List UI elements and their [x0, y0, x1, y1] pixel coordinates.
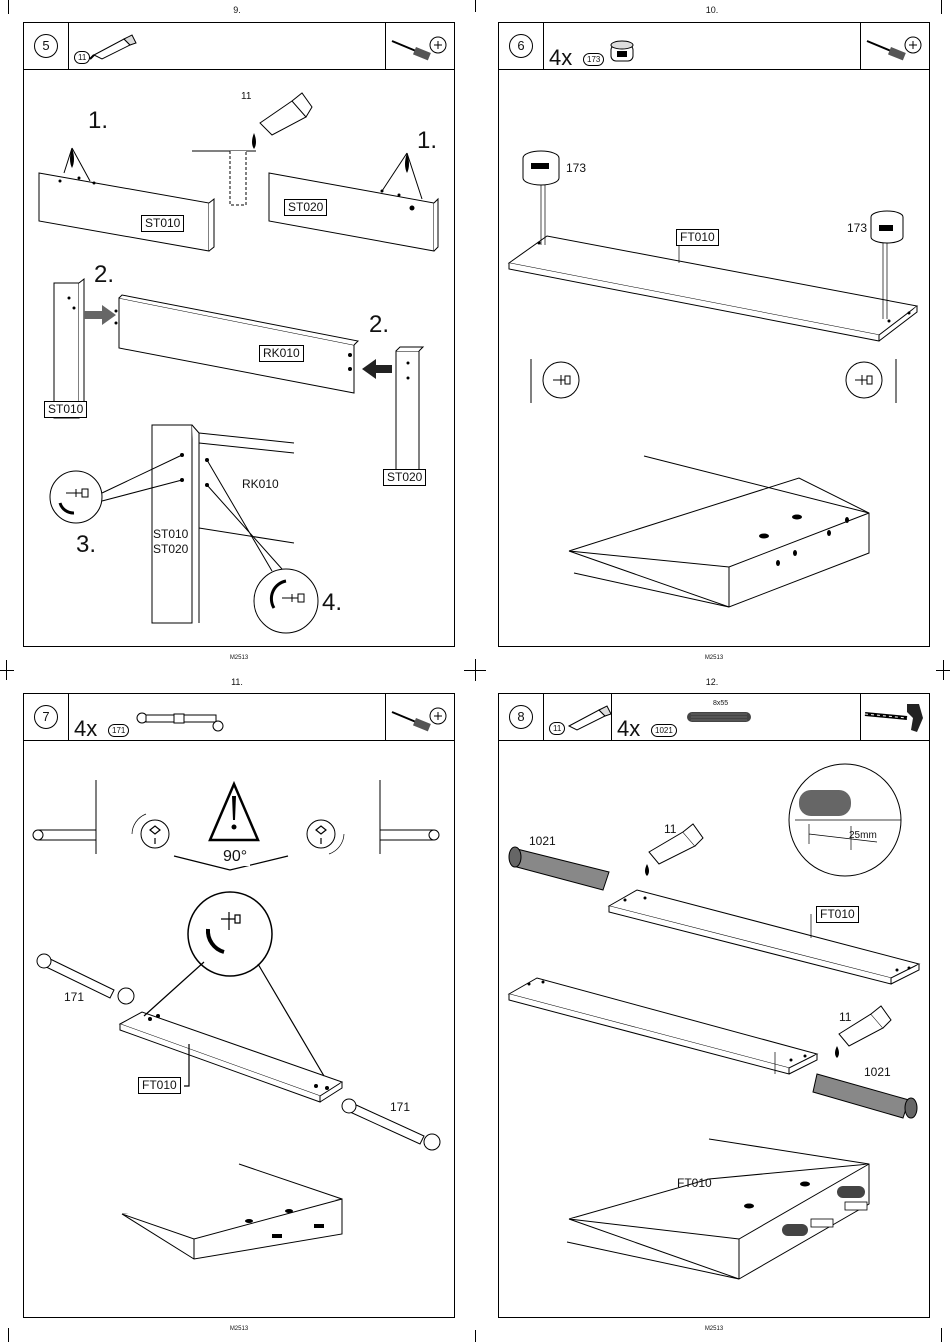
step-marker: 2.	[369, 311, 389, 339]
crop-mark	[941, 0, 942, 14]
instruction-panel-step-7: 7 4x 171	[23, 693, 455, 1318]
crop-mark	[475, 659, 476, 681]
step-7-illustration	[24, 694, 454, 1317]
page-number: 10.	[692, 5, 732, 15]
page-number: 9.	[217, 5, 257, 15]
part-label: 171	[390, 1100, 410, 1114]
part-label: RK010	[242, 477, 279, 491]
instruction-panel-step-8: 8 11 4x 1021 8x55	[498, 693, 930, 1318]
part-label: ST010	[153, 527, 188, 541]
crop-mark	[475, 1330, 476, 1342]
part-label: FT010	[138, 1077, 181, 1094]
page-footer: M2513	[694, 655, 734, 661]
step-6-illustration	[499, 23, 929, 646]
crop-mark	[8, 0, 9, 14]
step-marker: 2.	[94, 261, 114, 289]
part-label: 1021	[864, 1065, 891, 1079]
step-marker: 1.	[417, 127, 437, 155]
crop-mark	[0, 670, 14, 671]
part-label: FT010	[676, 229, 719, 246]
step-marker: 3.	[76, 531, 96, 559]
part-label: 173	[847, 221, 867, 235]
part-label: ST010	[44, 401, 87, 418]
page-footer: M2513	[219, 1326, 259, 1332]
page-number: 11.	[217, 677, 257, 687]
part-label: FT010	[677, 1176, 712, 1190]
instruction-panel-step-5: 5 11	[23, 22, 455, 647]
glue-label: 11	[241, 91, 251, 102]
crop-mark	[941, 1328, 942, 1342]
crop-mark	[6, 660, 7, 680]
page-number: 12.	[692, 677, 732, 687]
part-label: ST020	[153, 542, 188, 556]
part-label: 173	[566, 161, 586, 175]
dimension-label: 25mm	[849, 830, 877, 841]
part-label: RK010	[259, 345, 304, 362]
part-label: FT010	[816, 906, 859, 923]
angle-label: 90°	[220, 848, 250, 866]
part-label: ST010	[141, 215, 184, 232]
part-label: ST020	[284, 199, 327, 216]
glue-label: 11	[664, 822, 676, 836]
page-footer: M2513	[219, 655, 259, 661]
step-8-illustration	[499, 694, 929, 1317]
glue-label: 11	[839, 1010, 851, 1024]
instruction-panel-step-6: 6 4x 173	[498, 22, 930, 647]
part-label: ST020	[383, 469, 426, 486]
step-marker: 1.	[88, 107, 108, 135]
step-marker: 4.	[322, 589, 342, 617]
part-label: 171	[64, 990, 84, 1004]
crop-mark	[943, 660, 944, 680]
page-footer: M2513	[694, 1326, 734, 1332]
crop-mark	[8, 1328, 9, 1342]
part-label: 1021	[529, 834, 556, 848]
crop-mark	[475, 0, 476, 12]
